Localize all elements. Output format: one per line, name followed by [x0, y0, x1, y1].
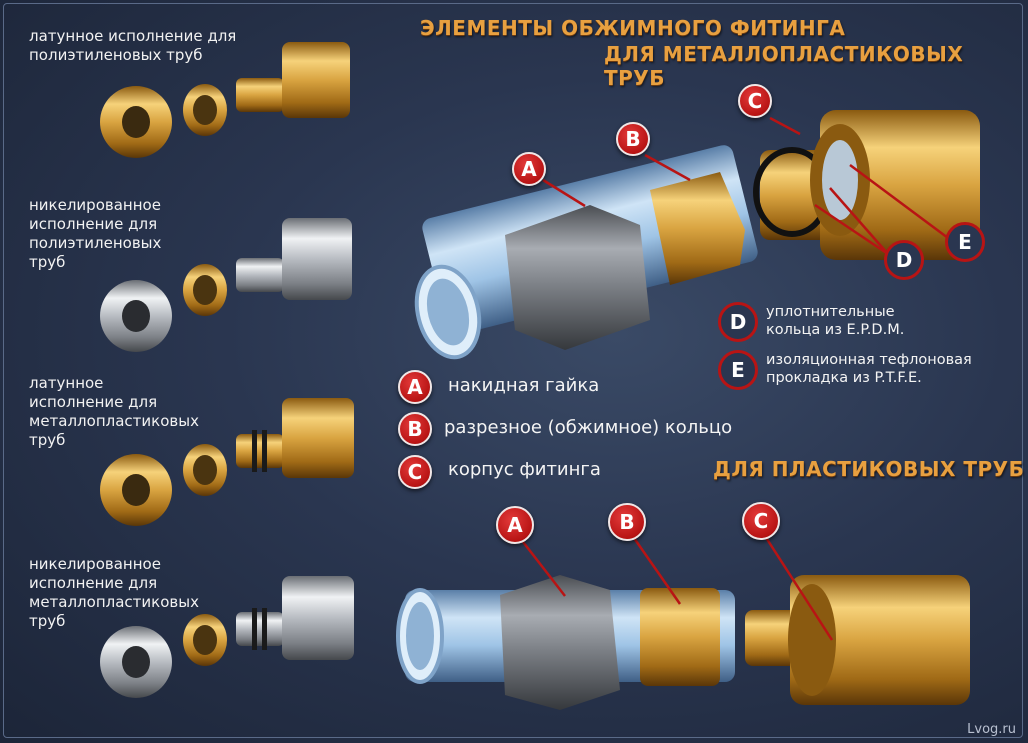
- image-frame: [3, 3, 1023, 738]
- note-d-line: уплотнительные: [766, 304, 895, 320]
- variant-2-label-line: труб: [29, 253, 66, 271]
- badge-b-lower: B: [608, 503, 646, 541]
- variant-3-label: латунное исполнение для металлопластиков…: [29, 374, 199, 450]
- badge-d-upper: D: [884, 240, 924, 280]
- pointer-lines: [519, 116, 949, 641]
- badge-a-lower: A: [496, 506, 534, 544]
- note-d-badge: D: [718, 302, 758, 342]
- metalplastic-assembly: [414, 110, 980, 360]
- variant-4-label-line: металлопластиковых: [29, 593, 199, 611]
- plastic-assembly: [396, 575, 970, 710]
- variant-1-label-line: латунное исполнение для: [29, 27, 237, 45]
- badge-e-upper: E: [945, 222, 985, 262]
- legend-c-badge: C: [398, 455, 432, 489]
- watermark: Lvog.ru: [967, 722, 1016, 737]
- variant-4-label-line: никелированное: [29, 555, 161, 573]
- badge-a-upper: A: [512, 152, 546, 186]
- variant-4-label-line: исполнение для: [29, 574, 158, 592]
- note-e-line: изоляционная тефлоновая: [766, 352, 972, 368]
- variant-1-label-line: полиэтиленовых труб: [29, 46, 203, 64]
- variant-2-label-line: полиэтиленовых: [29, 234, 162, 252]
- legend-a-text: накидная гайка: [448, 375, 600, 396]
- variant-1-parts: [100, 42, 350, 158]
- badge-b-upper: B: [616, 122, 650, 156]
- note-d-text: уплотнительные кольца из E.P.D.M.: [766, 303, 904, 339]
- variant-4-label: никелированное исполнение для металлопла…: [29, 555, 199, 631]
- badge-c-lower: C: [742, 502, 780, 540]
- variant-3-label-line: латунное: [29, 374, 104, 392]
- note-d-line: кольца из E.P.D.M.: [766, 322, 905, 338]
- legend-c-text: корпус фитинга: [448, 459, 601, 480]
- variant-3-label-line: труб: [29, 431, 66, 449]
- variant-2-parts: [100, 218, 352, 352]
- legend-b-text: разрезное (обжимное) кольцо: [444, 417, 733, 438]
- note-e-line: прокладка из P.T.F.E.: [766, 370, 922, 386]
- variant-2-label-line: исполнение для: [29, 215, 158, 233]
- variant-4-parts: [100, 576, 354, 698]
- note-e-badge: E: [718, 350, 758, 390]
- main-title-line-1: ЭЛЕМЕНТЫ ОБЖИМНОГО ФИТИНГА: [420, 16, 846, 40]
- legend-a-badge: A: [398, 370, 432, 404]
- badge-c-upper: C: [738, 84, 772, 118]
- variant-3-label-line: исполнение для: [29, 393, 158, 411]
- note-e-text: изоляционная тефлоновая прокладка из P.T…: [766, 351, 972, 387]
- variant-4-label-line: труб: [29, 612, 66, 630]
- variant-3-label-line: металлопластиковых: [29, 412, 199, 430]
- variant-1-label: латунное исполнение для полиэтиленовых т…: [29, 27, 236, 65]
- plastic-title: ДЛЯ ПЛАСТИКОВЫХ ТРУБ: [713, 457, 1025, 481]
- variant-2-label-line: никелированное: [29, 196, 161, 214]
- variant-2-label: никелированное исполнение для полиэтилен…: [29, 196, 161, 272]
- variant-3-parts: [100, 398, 354, 526]
- legend-b-badge: B: [398, 412, 432, 446]
- main-title-line-2: ДЛЯ МЕТАЛЛОПЛАСТИКОВЫХ ТРУБ: [604, 42, 964, 90]
